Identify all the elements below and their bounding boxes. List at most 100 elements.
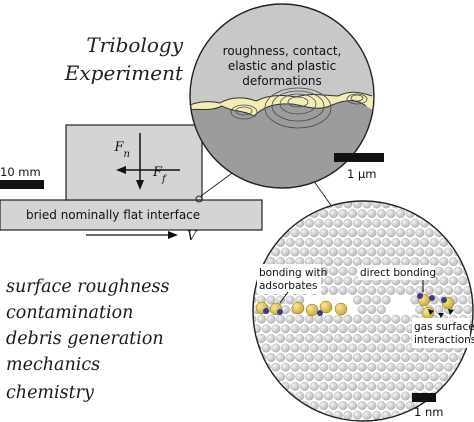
lattice-atom xyxy=(328,266,338,276)
lattice-atom xyxy=(333,333,343,343)
lattice-atom xyxy=(271,362,281,372)
lattice-atom xyxy=(357,305,367,315)
lattice-atom xyxy=(338,266,348,276)
lattice-atom xyxy=(439,353,449,363)
lattice-atom xyxy=(266,314,276,324)
lattice-atom xyxy=(376,381,386,391)
lattice-atom xyxy=(343,237,353,247)
lattice-atom xyxy=(439,237,449,247)
lattice-atom xyxy=(367,401,377,411)
lattice-atom xyxy=(429,257,439,267)
lattice-atom xyxy=(420,257,430,267)
lattice-atom xyxy=(367,381,377,391)
lattice-atom xyxy=(391,353,401,363)
lattice-atom xyxy=(333,276,343,286)
micro-circle-border xyxy=(189,3,375,189)
lattice-atom xyxy=(266,333,276,343)
lattice-atom xyxy=(386,324,396,334)
lattice-atom xyxy=(319,381,329,391)
lattice-atom xyxy=(290,228,300,238)
lattice-atom xyxy=(391,314,401,324)
lattice-atom xyxy=(261,324,271,334)
lattice-atom xyxy=(314,391,324,401)
lattice-atom xyxy=(343,218,353,228)
lattice-atom xyxy=(372,237,382,247)
lattice-atom xyxy=(300,381,310,391)
lattice-atom xyxy=(338,324,348,334)
lattice-atom xyxy=(410,372,420,382)
lattice-atom xyxy=(415,228,425,238)
lattice-atom xyxy=(352,314,362,324)
lattice-atom xyxy=(367,285,377,295)
lattice-atom xyxy=(338,362,348,372)
lattice-atom xyxy=(396,247,406,257)
lattice-atom xyxy=(439,276,449,286)
lattice-atom xyxy=(396,209,406,219)
interface-label: bried nominally flat interface xyxy=(26,208,200,222)
atomic-scale-view xyxy=(252,200,474,422)
lattice-atom xyxy=(386,343,396,353)
lattice-atom xyxy=(290,381,300,391)
lattice-atom xyxy=(434,266,444,276)
lattice-atom xyxy=(372,257,382,267)
lattice-atom xyxy=(376,343,386,353)
lattice-atom xyxy=(352,372,362,382)
lattice-atom xyxy=(434,362,444,372)
title-line-1: Tribology xyxy=(86,33,183,57)
topic-surface-roughness: surface roughness xyxy=(6,277,170,297)
lattice-atom xyxy=(396,362,406,372)
lattice-atom xyxy=(300,362,310,372)
direct-bonding-label: direct bonding xyxy=(360,267,436,279)
atomic-scale-bar xyxy=(412,393,436,402)
lattice-atom xyxy=(444,285,454,295)
lattice-atom xyxy=(319,228,329,238)
lattice-atom xyxy=(319,362,329,372)
lattice-atom xyxy=(362,237,372,247)
lattice-atom xyxy=(328,285,338,295)
lattice-atom xyxy=(453,285,463,295)
lattice-atom xyxy=(381,372,391,382)
lattice-atom xyxy=(381,353,391,363)
lattice-atom xyxy=(357,401,367,411)
lattice-atom xyxy=(319,324,329,334)
macro-scale-label: 10 mm xyxy=(0,165,41,179)
lattice-atom xyxy=(352,391,362,401)
lattice-atom xyxy=(362,257,372,267)
lattice-atom xyxy=(396,381,406,391)
lattice-atom xyxy=(324,257,334,267)
adsorbate-atom xyxy=(291,301,305,315)
lattice-atom xyxy=(328,324,338,334)
lattice-atom xyxy=(391,257,401,267)
lattice-atom xyxy=(324,353,334,363)
lattice-atom xyxy=(405,228,415,238)
topic-contamination: contamination xyxy=(6,303,133,323)
lattice-atom xyxy=(338,247,348,257)
lattice-atom xyxy=(357,381,367,391)
lattice-atom xyxy=(367,324,377,334)
lattice-atom xyxy=(343,372,353,382)
lattice-atom xyxy=(328,209,338,219)
lattice-atom xyxy=(276,314,286,324)
sliding-block xyxy=(65,124,203,201)
lattice-atom xyxy=(352,218,362,228)
lattice-atom xyxy=(448,353,458,363)
lattice-atom xyxy=(424,285,434,295)
lattice-atom xyxy=(453,266,463,276)
lattice-atom xyxy=(328,362,338,372)
lattice-atom xyxy=(300,343,310,353)
lattice-atom xyxy=(434,285,444,295)
lattice-atom xyxy=(280,362,290,372)
gas-molecule-atom xyxy=(441,297,447,303)
lattice-atom xyxy=(372,410,382,420)
substrate xyxy=(0,199,263,231)
lattice-atom xyxy=(290,362,300,372)
lattice-atom xyxy=(324,372,334,382)
lattice-atom xyxy=(276,295,286,305)
lattice-atom xyxy=(314,353,324,363)
lattice-atom xyxy=(352,353,362,363)
lattice-atom xyxy=(405,381,415,391)
lattice-atom xyxy=(266,295,276,305)
lattice-atom xyxy=(381,391,391,401)
lattice-atom xyxy=(295,333,305,343)
lattice-atom xyxy=(362,295,372,305)
